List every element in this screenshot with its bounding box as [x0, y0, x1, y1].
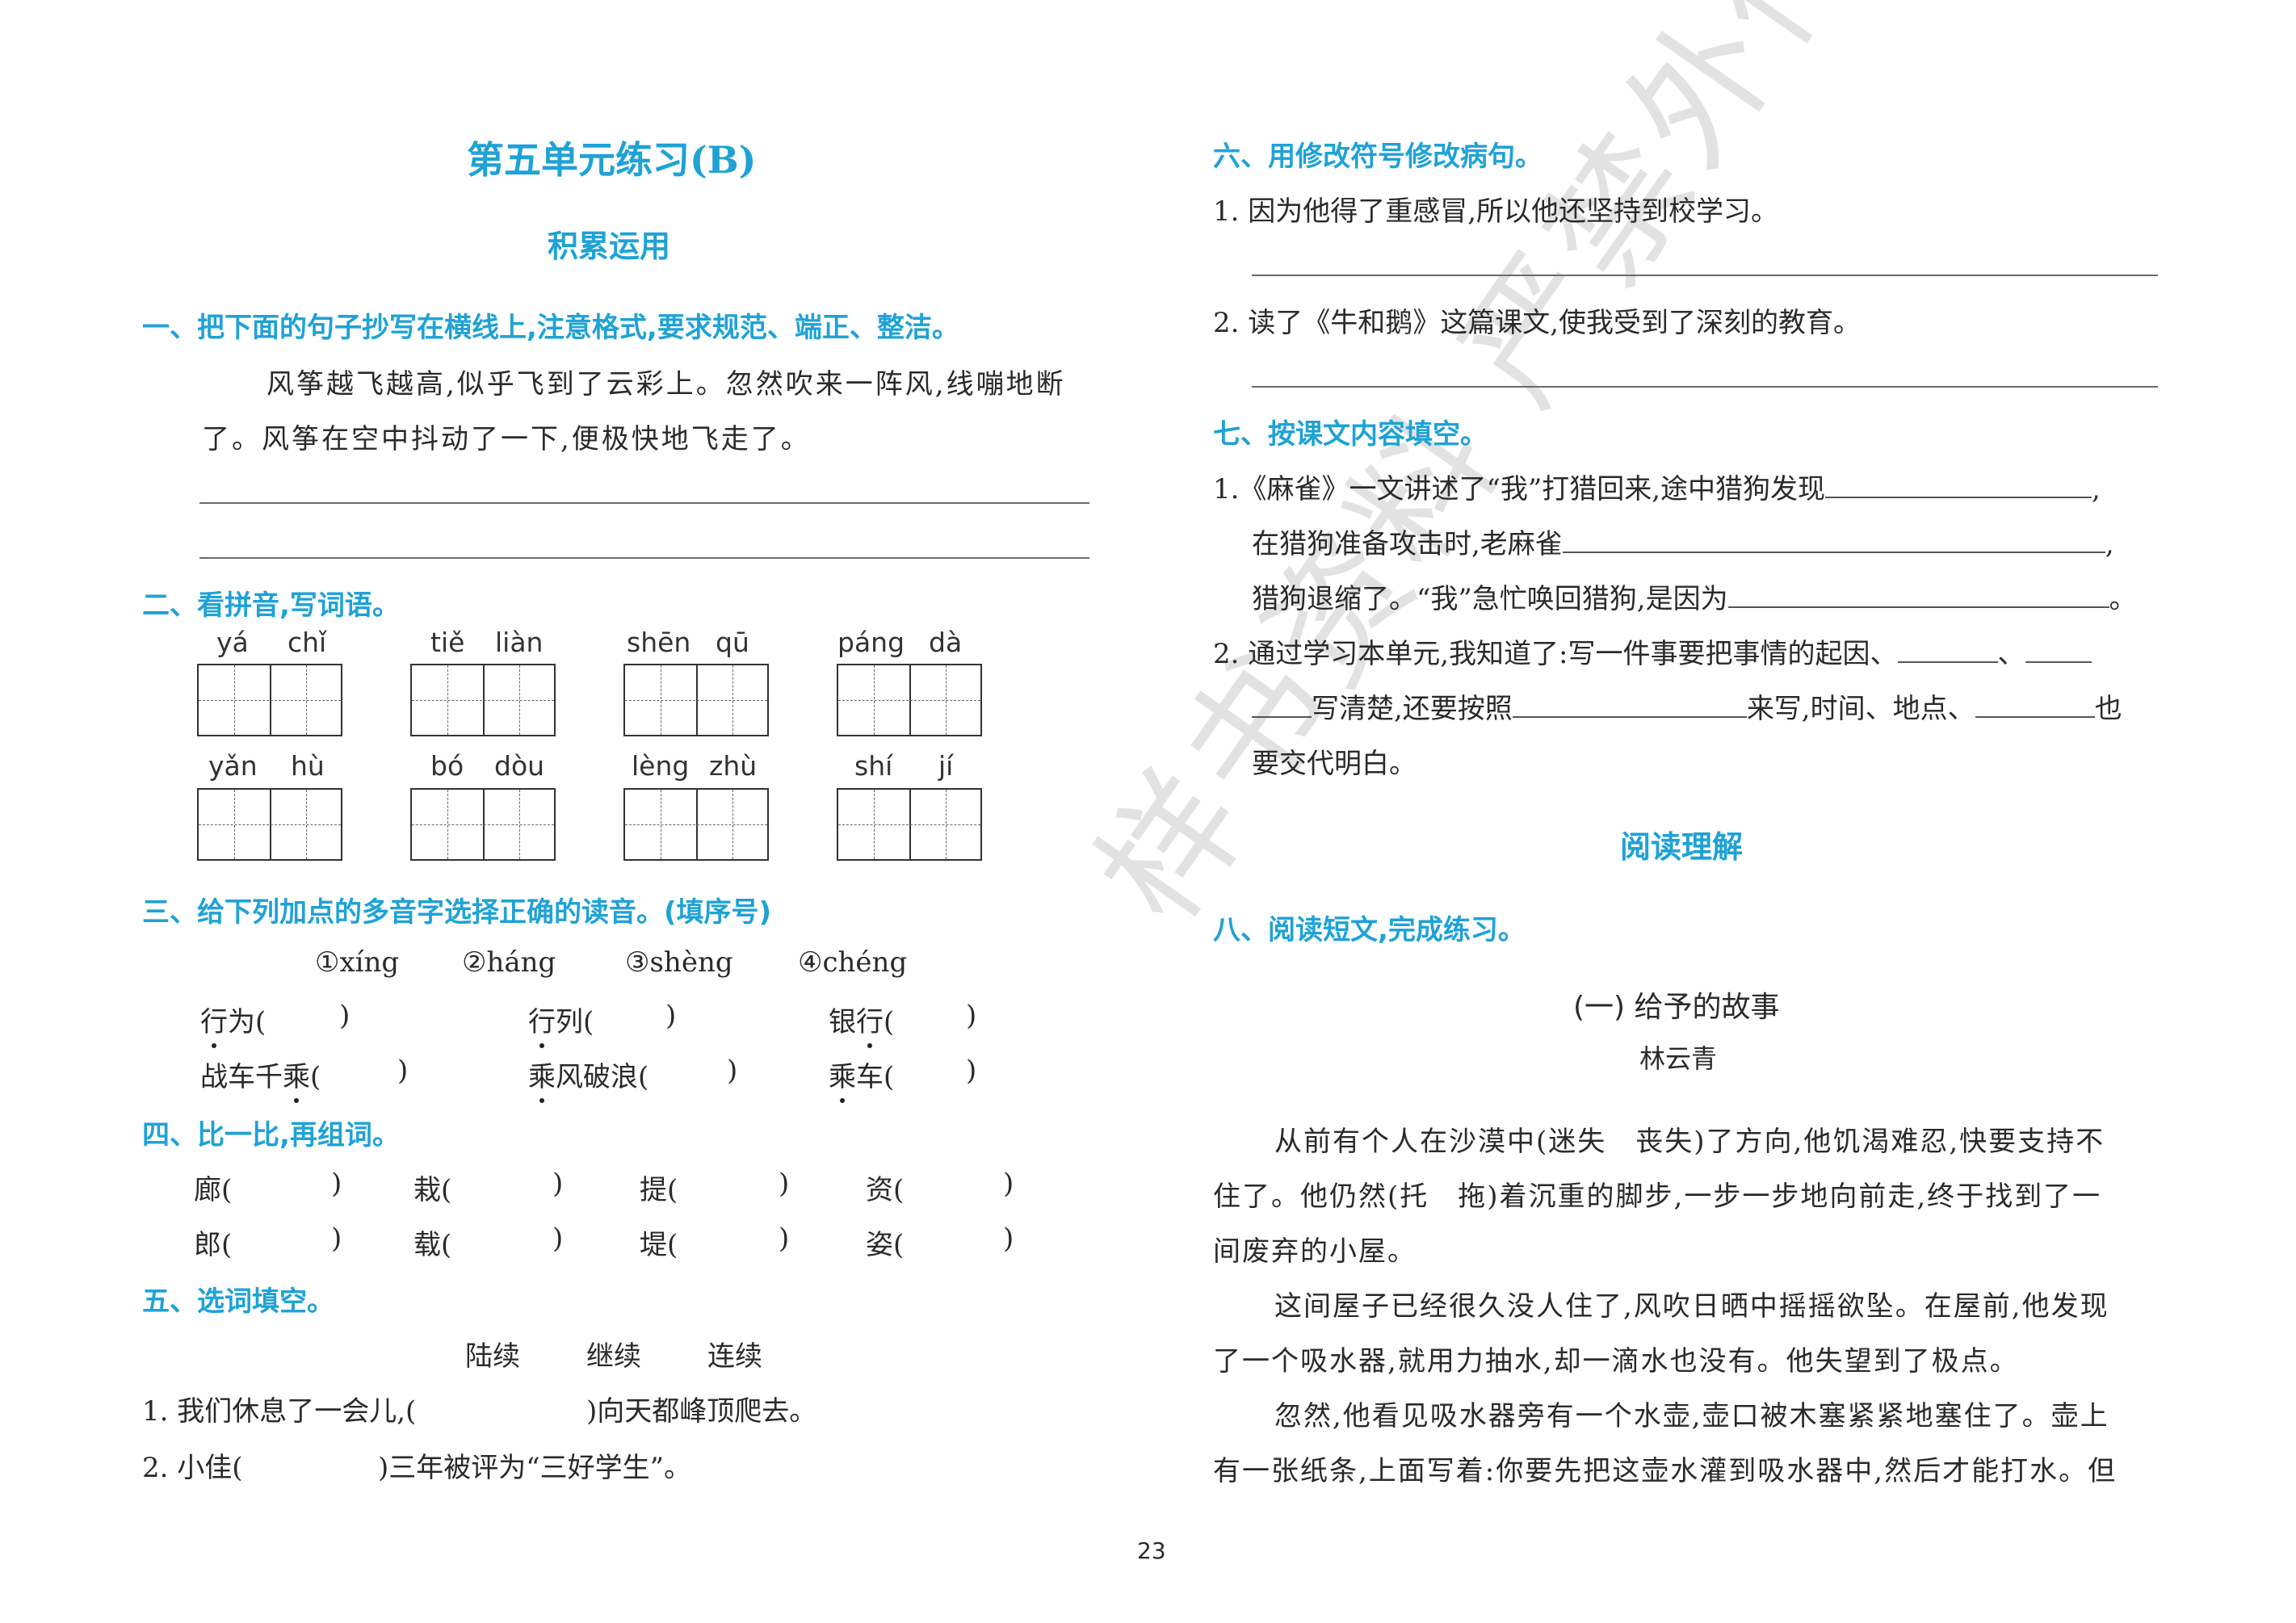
answer-paren-close[interactable]: ) [331, 1222, 342, 1255]
polyphone-item-2: 行列( [528, 1006, 594, 1038]
pinyin: páng [837, 627, 905, 658]
answer-paren-close[interactable]: ) [552, 1168, 564, 1200]
s5-question-2b: )三年被评为“三好学生”。 [378, 1452, 692, 1484]
answer-paren-close[interactable]: ) [331, 1168, 342, 1200]
answer-paren-close[interactable]: ) [1003, 1222, 1014, 1255]
polyphone-item-4: 战车千乘( [200, 1061, 321, 1093]
answer-line[interactable] [1252, 386, 2158, 388]
pinyin: yá [216, 627, 249, 658]
word-choice: 陆续 [465, 1340, 520, 1373]
s6-question-1: 1. 因为他得了重感冒,所以他还坚持到校学习。 [1213, 195, 1779, 228]
story-paragraph-line: 了一个吸水器,就用力抽水,却一滴水也没有。他失望到了极点。 [1213, 1345, 2019, 1378]
section-5-title: 五、选词填空。 [142, 1285, 334, 1318]
s7-q1-line-3: 猎狗退缩了。“我”急忙唤回猎狗,是因为。 [1252, 583, 2137, 615]
section-8-title: 八、阅读短文,完成练习。 [1213, 914, 1526, 946]
s6-question-2: 2. 读了《牛和鹅》这篇课文,使我受到了深刻的教育。 [1213, 307, 1862, 339]
compare-char: 堤( [640, 1229, 678, 1261]
s7-q1-line-1: 1.《麻雀》一文讲述了“我”打猎回来,途中猎狗发现, [1213, 473, 2101, 505]
answer-paren-close[interactable]: ) [1003, 1168, 1014, 1200]
answer-paren-close[interactable]: ) [966, 1055, 977, 1087]
page-number: 23 [1137, 1537, 1166, 1564]
writing-grid-box[interactable] [837, 788, 982, 861]
compare-char: 载( [413, 1229, 452, 1261]
pinyin: shēn [627, 627, 691, 658]
s7-q1-line-2: 在猎狗准备攻击时,老麻雀, [1252, 528, 2114, 560]
section-7-title: 七、按课文内容填空。 [1213, 418, 1488, 451]
section-1-title: 一、把下面的句子抄写在横线上,注意格式,要求规范、端正、整洁。 [142, 312, 959, 344]
story-paragraph-line: 住了。他仍然(托 拖)着沉重的脚步,一步一步地向前走,终于找到了一 [1213, 1181, 2102, 1213]
word-choice: 继续 [586, 1340, 641, 1373]
compare-char: 栽( [413, 1174, 452, 1206]
story-paragraph-line: 间废弃的小屋。 [1213, 1235, 1417, 1268]
section-4-title: 四、比一比,再组词。 [142, 1119, 400, 1151]
reading-option: ②háng [462, 946, 556, 979]
story-title: (一) 给予的故事 [1573, 991, 1780, 1024]
pinyin: shí [854, 750, 893, 782]
writing-grid-box[interactable] [623, 788, 769, 861]
answer-paren-close[interactable]: ) [339, 1000, 350, 1032]
s7-q2-line-2: 写清楚,还要按照来写,时间、地点、也 [1252, 686, 2122, 726]
writing-grid-box[interactable] [197, 664, 342, 736]
copy-line-1[interactable] [199, 502, 1089, 504]
answer-paren-close[interactable]: ) [397, 1055, 409, 1087]
pinyin: liàn [495, 627, 544, 658]
writing-grid-box[interactable] [837, 664, 982, 736]
s1-sentence-line-2: 了。风筝在空中抖动了一下,便极快地飞走了。 [202, 423, 811, 455]
polyphone-item-6: 乘车( [829, 1061, 895, 1093]
s1-sentence-line-1: 风筝越飞越高,似乎飞到了云彩上。忽然吹来一阵风,线嘣地断 [267, 368, 1066, 401]
pinyin: jí [938, 750, 954, 782]
answer-paren-close[interactable]: ) [779, 1168, 790, 1200]
compare-char: 郎( [194, 1229, 233, 1261]
answer-paren-close[interactable]: ) [552, 1222, 564, 1255]
pinyin: lèng [632, 750, 690, 782]
pinyin: yǎn [208, 750, 258, 782]
heading-jilei: 积累运用 [548, 229, 671, 264]
pinyin: bó [430, 750, 464, 782]
pinyin: chǐ [288, 627, 327, 658]
section-3-title: 三、给下列加点的多音字选择正确的读音。(填序号) [142, 896, 772, 929]
writing-grid-box[interactable] [623, 664, 769, 736]
answer-line[interactable] [1252, 275, 2158, 276]
s5-question-1b: )向天都峰顶爬去。 [586, 1395, 817, 1428]
section-2-title: 二、看拼音,写词语。 [142, 589, 400, 622]
story-paragraph-line: 这间屋子已经很久没人住了,风吹日晒中摇摇欲坠。在屋前,他发现 [1274, 1290, 2109, 1323]
compare-char: 姿( [866, 1229, 905, 1261]
story-paragraph-line: 忽然,他看见吸水器旁有一个水壶,壶口被木塞紧紧地塞住了。壶上 [1274, 1400, 2109, 1432]
story-paragraph-line: 有一张纸条,上面写着:你要先把这壶水灌到吸水器中,然后才能打水。但 [1213, 1455, 2118, 1487]
s5-question-1a: 1. 我们休息了一会儿,( [142, 1395, 417, 1428]
pinyin: qū [716, 627, 749, 658]
s7-q2-line-3: 要交代明白。 [1252, 748, 1417, 780]
s7-q2-line-1: 2. 通过学习本单元,我知道了:写一件事要把事情的起因、、 [1213, 631, 2092, 671]
writing-grid-box[interactable] [410, 664, 556, 736]
answer-paren-close[interactable]: ) [779, 1222, 790, 1255]
polyphone-item-3: 银行( [829, 1006, 895, 1038]
polyphone-item-5: 乘风破浪( [528, 1061, 649, 1093]
copy-line-2[interactable] [199, 557, 1089, 559]
pinyin: hù [291, 750, 325, 782]
pinyin: zhù [709, 750, 758, 782]
story-paragraph-line: 从前有个人在沙漠中(迷失 丧失)了方向,他饥渴难忍,快要支持不 [1274, 1126, 2105, 1158]
pinyin: tiě [430, 627, 465, 658]
word-choice: 连续 [707, 1340, 762, 1373]
heading-yuedu: 阅读理解 [1620, 829, 1744, 865]
reading-option: ④chéng [798, 946, 908, 979]
answer-paren-close[interactable]: ) [665, 1000, 677, 1032]
reading-option: ①xíng [315, 946, 400, 979]
writing-grid-box[interactable] [410, 788, 556, 861]
s5-question-2a: 2. 小佳( [142, 1452, 243, 1484]
compare-char: 提( [640, 1174, 678, 1206]
writing-grid-box[interactable] [197, 788, 342, 861]
pinyin: dà [929, 627, 963, 658]
compare-char: 资( [866, 1174, 905, 1206]
page-title: 第五单元练习(B) [467, 138, 757, 182]
reading-option: ③shèng [625, 946, 733, 979]
story-author: 林云青 [1639, 1043, 1718, 1074]
compare-char: 廊( [194, 1174, 233, 1206]
answer-paren-close[interactable]: ) [727, 1055, 738, 1087]
pinyin: dòu [494, 750, 545, 782]
polyphone-item-1: 行为( [200, 1006, 267, 1038]
section-6-title: 六、用修改符号修改病句。 [1213, 140, 1543, 173]
answer-paren-close[interactable]: ) [966, 1000, 977, 1032]
